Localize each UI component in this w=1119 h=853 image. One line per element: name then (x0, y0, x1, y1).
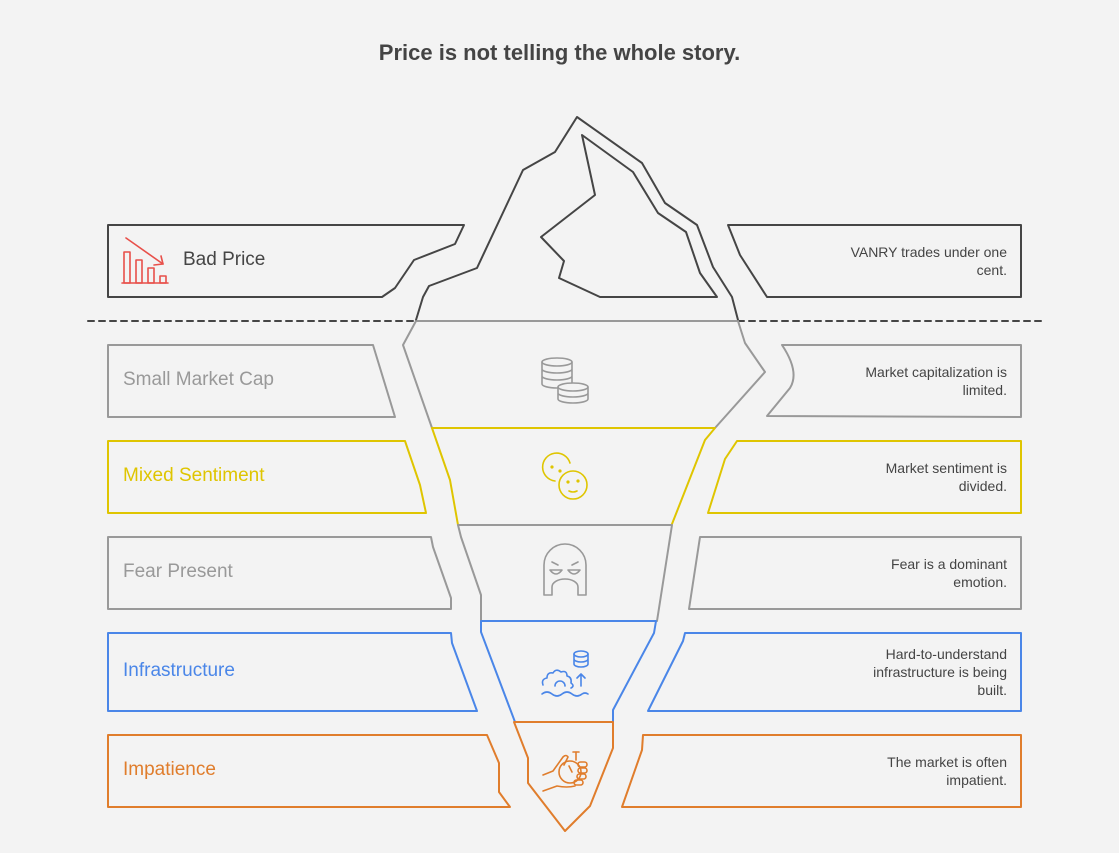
box-bad-price (107, 224, 465, 298)
layer-desc-impatience: The market is often impatient. (887, 754, 1007, 788)
angry-ghost-icon (543, 543, 587, 596)
mixed-faces-icon (541, 452, 588, 500)
desc-box-sentiment (707, 440, 1022, 514)
desc-box-market-cap (766, 344, 1022, 418)
diagram-title: Price is not telling the whole story. (378, 40, 741, 65)
iceberg-layer-market-cap (402, 320, 433, 429)
desc-box-impatience (621, 734, 1022, 808)
desc-box-fear (688, 536, 1022, 610)
layer-label-impatience: Impatience (123, 759, 216, 780)
gear-database-icon (541, 650, 589, 697)
iceberg-layer-impatience (513, 721, 614, 832)
iceberg-layer-fear (457, 524, 673, 622)
coins-icon (541, 357, 589, 404)
iceberg-tip-outline (415, 116, 739, 321)
layer-label-small-market-cap: Small Market Cap (123, 369, 274, 390)
box-fear-present (107, 536, 452, 610)
box-mixed-sentiment (107, 440, 427, 514)
iceberg-layer-sentiment (431, 427, 716, 526)
box-impatience (107, 734, 511, 808)
layer-desc-fear-present: Fear is a dominant emotion. (891, 556, 1007, 590)
iceberg-tip-inner (540, 134, 718, 298)
layer-label-infrastructure: Infrastructure (123, 660, 235, 681)
layer-label-bad-price: Bad Price (183, 249, 266, 270)
iceberg-layer-market-cap-right (714, 320, 766, 429)
desc-box-infrastructure (647, 632, 1022, 712)
layer-label-fear-present: Fear Present (123, 561, 233, 582)
hand-stopwatch-icon (542, 751, 588, 792)
box-small-market-cap (107, 344, 396, 418)
falling-chart-icon (121, 237, 169, 284)
desc-box-bad-price (727, 224, 1022, 298)
iceberg-layer-infrastructure (480, 620, 657, 723)
box-infrastructure (107, 632, 478, 712)
layer-desc-infrastructure: Hard-to-understand infrastructure is bei… (873, 646, 1007, 698)
layer-label-mixed-sentiment: Mixed Sentiment (123, 465, 265, 486)
layer-desc-bad-price: VANRY trades under one cent. (850, 244, 1007, 278)
layer-desc-mixed-sentiment: Market sentiment is divided. (885, 460, 1007, 494)
layer-desc-small-market-cap: Market capitalization is limited. (865, 364, 1007, 398)
